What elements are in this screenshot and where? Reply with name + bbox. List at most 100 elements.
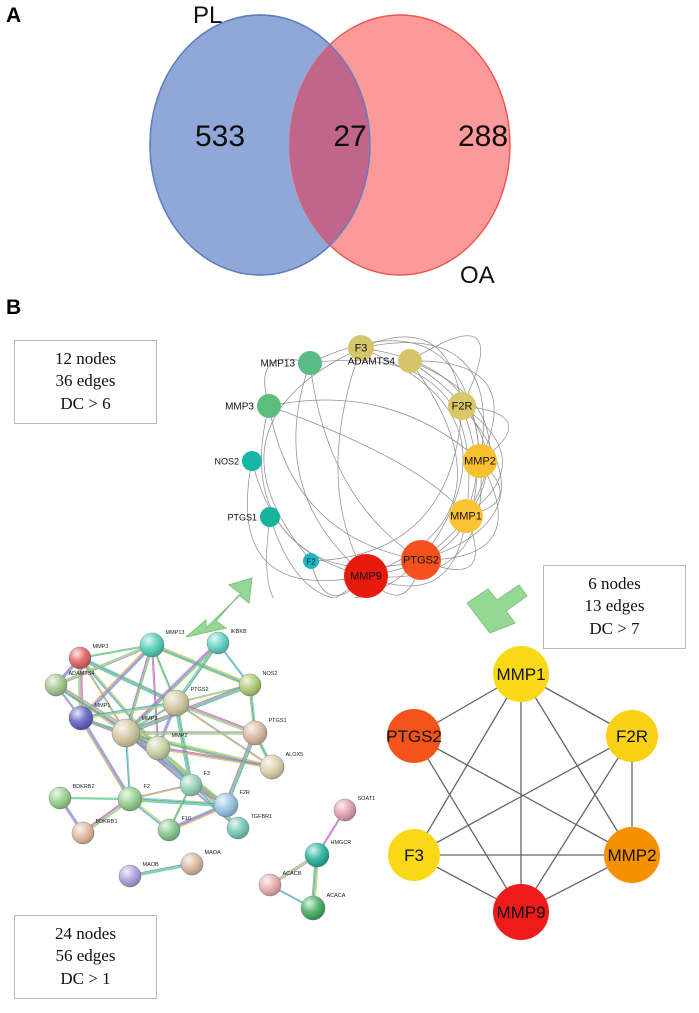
node-circle[interactable] <box>344 554 388 598</box>
ppi-node[interactable]: BDKRB1 <box>71 819 118 845</box>
ppi-node[interactable]: PTGS2 <box>162 687 209 717</box>
node-label: F3 <box>204 771 210 777</box>
ppi-node[interactable]: F2R <box>213 790 250 818</box>
network-edge <box>269 516 422 598</box>
node-circle[interactable] <box>604 827 660 883</box>
network-node[interactable]: ADAMTS4 <box>348 349 422 373</box>
ppi-node[interactable]: MMP3 <box>68 644 108 670</box>
node-sphere-highlight <box>214 793 238 817</box>
node-label: MMP1 <box>496 665 545 684</box>
node-circle[interactable] <box>387 709 441 763</box>
ppi-node[interactable]: ADAMTS4 <box>44 671 95 697</box>
ppi-node[interactable]: MMP9 <box>111 716 157 748</box>
ppi-node[interactable]: ACACA <box>300 893 346 921</box>
node-circle[interactable] <box>303 553 319 569</box>
ppi-edge <box>226 733 256 806</box>
network-node[interactable]: PTGS2 <box>386 709 442 763</box>
ppi-node[interactable]: ALOX5 <box>259 752 303 780</box>
network-node[interactable]: F2R <box>448 392 476 420</box>
network-node[interactable]: MMP9 <box>493 884 549 940</box>
ppi-node[interactable]: HMGCR <box>304 840 351 868</box>
node-circle[interactable] <box>398 349 422 373</box>
ppi-node[interactable]: IKBKB <box>206 629 248 655</box>
venn-count-pl-only: 533 <box>194 120 246 153</box>
node-sphere-highlight <box>301 896 325 920</box>
node-circle[interactable] <box>449 499 483 533</box>
network-node[interactable]: F2 <box>303 553 319 569</box>
ppi-node[interactable]: MMP1 <box>68 703 110 731</box>
node-circle[interactable] <box>348 335 374 361</box>
node-circle[interactable] <box>260 507 280 527</box>
node-circle[interactable] <box>401 540 441 580</box>
ppi-node[interactable]: NOS2 <box>238 671 277 697</box>
node-label: BDKRB1 <box>96 819 118 825</box>
network-node[interactable]: F3 <box>348 335 374 361</box>
node-label: MMP9 <box>496 903 545 922</box>
network-edge <box>420 460 499 561</box>
network-node[interactable]: PTGS2 <box>401 540 441 580</box>
node-circle[interactable] <box>606 710 658 762</box>
info-box-string-network: 24 nodes 56 edges DC > 1 <box>14 915 157 1000</box>
node-label: TGFBR1 <box>251 814 273 820</box>
network-node[interactable]: MMP3 <box>225 394 281 418</box>
ppi-node[interactable]: MAOA <box>180 850 222 876</box>
node-label: ACACB <box>283 871 302 877</box>
network-node[interactable]: MMP2 <box>604 827 660 883</box>
ppi-node[interactable]: TGFBR1 <box>226 814 273 840</box>
ppi-edge <box>150 645 158 749</box>
ppi-node[interactable]: BDKRB2 <box>48 784 95 810</box>
network-edge <box>309 359 470 517</box>
ppi-node[interactable]: F3 <box>179 771 210 797</box>
ppi-node[interactable]: MMP13 <box>139 630 185 658</box>
ppi-node[interactable]: MMP2 <box>145 733 187 761</box>
node-label: MAOB <box>143 862 160 868</box>
network-node[interactable]: MMP1 <box>493 646 549 702</box>
node-circle[interactable] <box>257 394 281 418</box>
network-node[interactable]: NOS2 <box>214 451 262 471</box>
network-edge <box>409 360 495 462</box>
node-label: IKBKB <box>231 629 248 635</box>
ppi-edge <box>157 747 273 768</box>
node-circle[interactable] <box>493 646 549 702</box>
node-label: MMP13 <box>166 630 185 636</box>
ppi-edge <box>175 704 255 736</box>
network-edge <box>261 405 367 577</box>
network-node[interactable]: MMP9 <box>344 554 388 598</box>
network-node[interactable]: PTGS1 <box>227 507 280 527</box>
network-edge <box>360 336 463 407</box>
ppi-node[interactable]: SOAT1 <box>333 796 375 822</box>
network-node[interactable]: F3 <box>388 829 440 881</box>
string-network-nodes: MMP3 MMP13 IKBKB ADAMTS4 NOS2PTGS2MMP1MMP9MM… <box>44 629 375 921</box>
ppi-node[interactable]: F2 <box>117 784 150 812</box>
ppi-node[interactable]: MAOB <box>118 862 160 888</box>
ppi-node[interactable]: F10 <box>157 816 191 842</box>
node-label: MAOA <box>205 850 222 856</box>
network-node[interactable]: F2R <box>606 710 658 762</box>
ppi-node[interactable]: ACACB <box>258 871 302 897</box>
network-node[interactable]: MMP13 <box>261 351 322 375</box>
network-edge <box>413 735 633 856</box>
node-circle[interactable] <box>242 451 262 471</box>
node-circle[interactable] <box>463 444 497 478</box>
node-label: MMP9 <box>350 571 382 583</box>
node-label: F3 <box>404 846 424 865</box>
node-circle[interactable] <box>298 351 322 375</box>
node-label: F2 <box>144 784 150 790</box>
ppi-edge <box>80 656 177 702</box>
venn-count-intersection: 27 <box>333 120 367 153</box>
node-label: ADAMTS4 <box>69 671 95 677</box>
node-label: MMP2 <box>607 846 656 865</box>
network-node[interactable]: MMP2 <box>463 444 497 478</box>
node-circle[interactable] <box>493 884 549 940</box>
node-circle[interactable] <box>388 829 440 881</box>
node-sphere-highlight <box>146 736 170 760</box>
network-edge <box>268 405 422 561</box>
ppi-edge <box>80 702 177 719</box>
node-sphere-highlight <box>334 799 356 821</box>
node-circle[interactable] <box>448 392 476 420</box>
ppi-node[interactable]: PTGS1 <box>242 718 287 746</box>
venn-count-oa-only: 288 <box>457 120 509 153</box>
network-node[interactable]: MMP1 <box>449 499 483 533</box>
